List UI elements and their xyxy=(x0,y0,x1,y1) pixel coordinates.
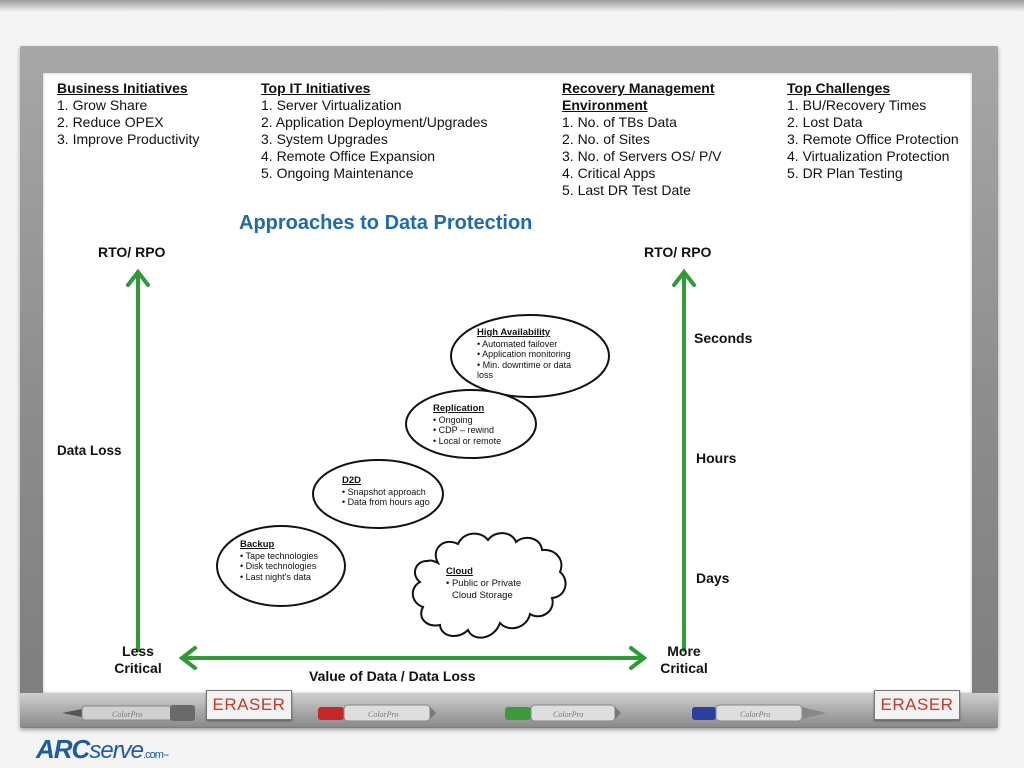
bubble-point: Cloud Storage xyxy=(452,590,513,601)
horizontal-arrow-left-head xyxy=(178,646,197,670)
days-label: Days xyxy=(696,570,730,586)
list-item: 3. Remote Office Protection xyxy=(787,131,959,147)
d2d-text: D2D • Snapshot approach • Data from hour… xyxy=(342,475,452,508)
bubble-heading: Replication xyxy=(433,403,485,414)
more-critical-label: More Critical xyxy=(660,643,708,676)
marker-brand-text: ColorPro xyxy=(553,710,583,719)
high-availability-text: High Availability • Automated failover •… xyxy=(477,327,597,381)
gray-marker xyxy=(62,705,195,721)
top-shadow xyxy=(0,0,1024,12)
column-heading: Top IT Initiatives xyxy=(261,80,371,96)
bubble-point: • Automated failover xyxy=(477,338,558,349)
backup-text: Backup • Tape technologies • Disk techno… xyxy=(240,539,340,582)
bubble-point: • Snapshot approach xyxy=(342,486,426,497)
green-marker xyxy=(505,704,621,722)
bubble-point: • Tape technologies xyxy=(240,550,319,561)
bubble-point: • Last night's data xyxy=(240,571,311,582)
seconds-label: Seconds xyxy=(694,330,753,346)
cloud-shape xyxy=(411,532,567,639)
high-availability-bubble xyxy=(450,314,610,398)
bubble-point: • Data from hours ago xyxy=(342,497,430,507)
bubble-point: • Min. downtime or data loss xyxy=(477,359,572,381)
list-item: 2. Lost Data xyxy=(787,114,863,130)
arcserve-logo: ARCserve.com™ xyxy=(36,734,169,765)
backup-bubble xyxy=(216,525,346,607)
replication-bubble xyxy=(405,389,537,459)
list-item: 5. Last DR Test Date xyxy=(562,182,691,198)
bubble-point: • Ongoing xyxy=(433,414,473,425)
tray-markers: ColorPro ColorPro ColorPro ColorPro xyxy=(62,704,826,722)
bubble-point: • Disk technologies xyxy=(240,561,317,571)
list-item: 3. No. of Servers OS/ P/V xyxy=(562,148,722,164)
list-item: 1. Server Virtualization xyxy=(261,97,402,113)
data-loss-label: Data Loss xyxy=(57,443,122,458)
list-item: 4. Critical Apps xyxy=(562,165,656,181)
list-item: 2. No. of Sites xyxy=(562,131,650,147)
logo-serve: serve xyxy=(89,737,144,764)
list-item: 1. BU/Recovery Times xyxy=(787,97,927,113)
column-heading: Recovery Management Environment xyxy=(562,80,715,113)
list-item: 1. No. of TBs Data xyxy=(562,114,677,130)
logo-main: ARC xyxy=(36,734,90,764)
column-heading: Business Initiatives xyxy=(57,80,188,96)
right-axis-label: RTO/ RPO xyxy=(644,244,712,260)
top-challenges-column: Top Challenges 1. BU/Recovery Times 2. L… xyxy=(787,80,962,182)
list-item: 4. Virtualization Protection xyxy=(787,148,950,164)
bubble-point: • Application monitoring xyxy=(477,349,571,359)
marker-brand-text: ColorPro xyxy=(368,710,398,719)
list-item: 5. Ongoing Maintenance xyxy=(261,165,414,181)
list-item: 1. Grow Share xyxy=(57,97,148,113)
recovery-management-column: Recovery Management Environment 1. No. o… xyxy=(562,80,762,199)
x-axis-label: Value of Data / Data Loss xyxy=(309,668,476,684)
hours-label: Hours xyxy=(696,450,737,466)
eraser-left: ERASER xyxy=(206,690,292,720)
list-item: 2. Reduce OPEX xyxy=(57,114,164,130)
bubble-point: • CDP – rewind xyxy=(433,425,495,435)
left-axis-label: RTO/ RPO xyxy=(98,244,166,260)
business-initiatives-column: Business Initiatives 1. Grow Share 2. Re… xyxy=(57,80,199,148)
logo-tm: ™ xyxy=(162,754,169,760)
bubble-heading: D2D xyxy=(342,475,362,486)
list-item: 4. Remote Office Expansion xyxy=(261,148,436,164)
right-arrow-head xyxy=(672,268,696,287)
bubble-heading: Cloud xyxy=(446,566,473,577)
bubble-point: • Local or remote xyxy=(433,435,502,446)
less-critical-label: Less Critical xyxy=(114,643,162,676)
diagram-title: Approaches to Data Protection xyxy=(239,212,533,234)
top-it-initiatives-column: Top IT Initiatives 1. Server Virtualizat… xyxy=(261,80,487,182)
marker-brand-text: ColorPro xyxy=(740,710,770,719)
bubble-point: • Public or Private xyxy=(446,578,522,589)
column-heading: Top Challenges xyxy=(787,80,891,96)
cloud-text: Cloud • Public or Private Cloud Storage xyxy=(446,566,546,602)
blue-marker xyxy=(692,704,826,722)
d2d-bubble xyxy=(312,459,444,529)
bubble-heading: High Availability xyxy=(477,327,551,338)
list-item: 2. Application Deployment/Upgrades xyxy=(261,114,488,130)
eraser-right: ERASER xyxy=(874,690,960,720)
red-marker xyxy=(318,704,436,722)
horizontal-arrow-right-head xyxy=(629,646,648,670)
marker-brand-text: ColorPro xyxy=(112,710,142,719)
list-item: 3. Improve Productivity xyxy=(57,131,200,147)
bubble-heading: Backup xyxy=(240,539,275,550)
left-arrow-head xyxy=(126,268,150,287)
list-item: 5. DR Plan Testing xyxy=(787,165,903,181)
logo-suffix: .com xyxy=(143,749,164,761)
replication-text: Replication • Ongoing • CDP – rewind • L… xyxy=(433,403,533,446)
list-item: 3. System Upgrades xyxy=(261,131,388,147)
